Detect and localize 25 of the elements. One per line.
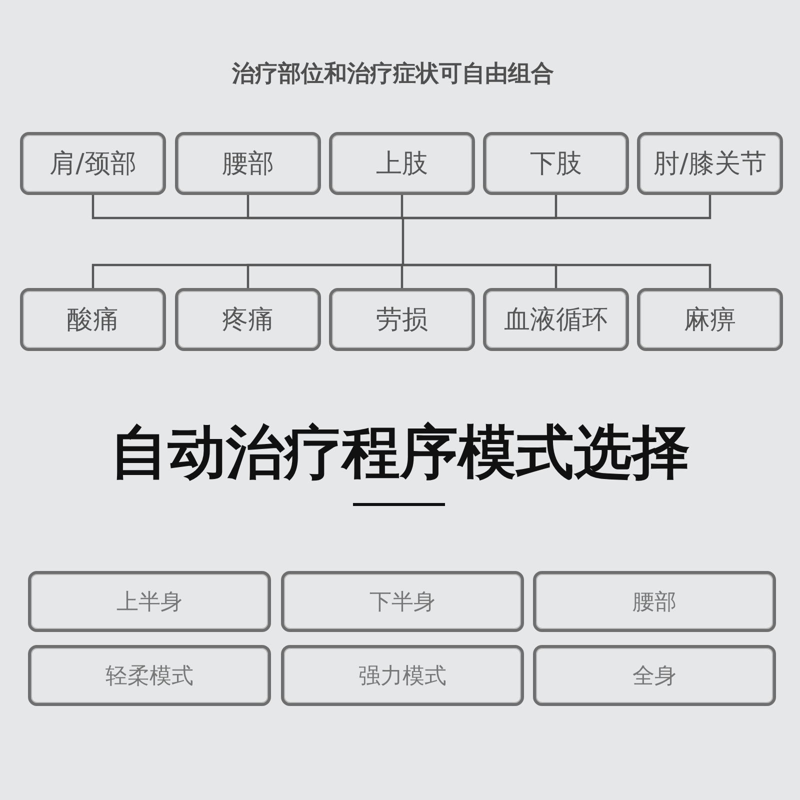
symptom-box: 麻痹	[637, 288, 783, 351]
symptom-box: 劳损	[329, 288, 475, 351]
body-part-box: 肩/颈部	[20, 132, 166, 195]
body-part-box: 上肢	[329, 132, 475, 195]
mode-box: 下半身	[281, 571, 524, 632]
mode-box: 全身	[533, 645, 776, 706]
symptom-box: 疼痛	[175, 288, 321, 351]
symptom-box: 酸痛	[20, 288, 166, 351]
mode-box: 上半身	[28, 571, 271, 632]
symptom-box: 血液循环	[483, 288, 629, 351]
body-part-box: 肘/膝关节	[637, 132, 783, 195]
connector-line	[400, 264, 404, 288]
section-heading: 自动治疗程序模式选择	[110, 417, 690, 488]
connector-line	[400, 195, 404, 220]
connector-line	[403, 195, 712, 220]
connector-line	[246, 264, 403, 288]
mode-box: 腰部	[533, 571, 776, 632]
mode-box: 强力模式	[281, 645, 524, 706]
connector-line	[403, 264, 712, 288]
body-part-box: 腰部	[175, 132, 321, 195]
mode-box: 轻柔模式	[28, 645, 271, 706]
body-part-box: 下肢	[483, 132, 629, 195]
title: 治疗部位和治疗症状可自由组合	[232, 60, 554, 89]
connector-line	[246, 195, 403, 220]
connector-line	[402, 218, 404, 265]
